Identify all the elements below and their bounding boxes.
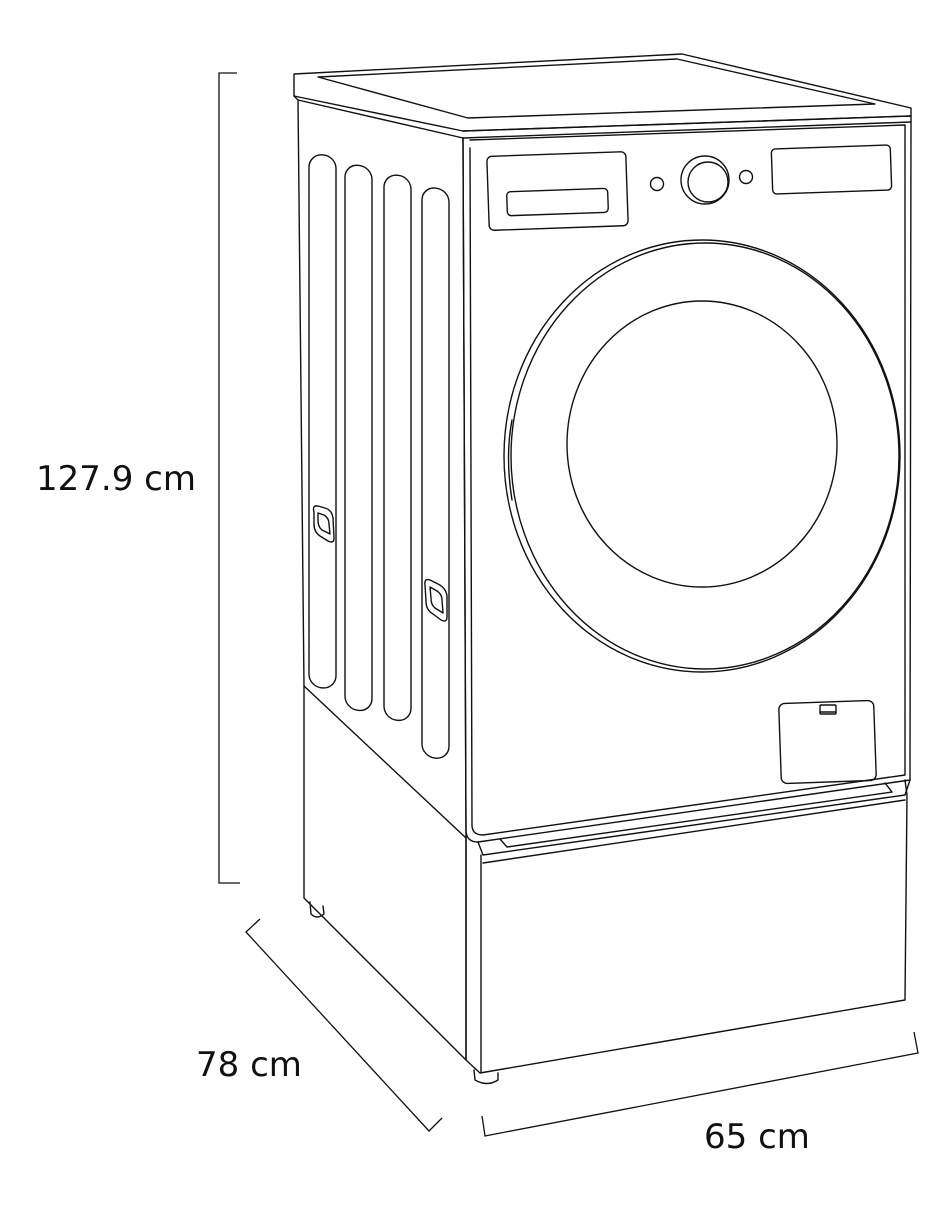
side-handle-2 (424, 578, 448, 622)
side-handle-1 (312, 505, 335, 543)
washer-body (293, 53, 912, 856)
door-glass (566, 300, 838, 588)
pedestal-side (303, 685, 467, 1061)
side-panel (297, 99, 467, 839)
side-rib-4 (421, 187, 450, 759)
filter-access-cover (778, 699, 877, 785)
pedestal-drawer (303, 685, 908, 1085)
display-window (506, 187, 609, 217)
power-button-icon (649, 176, 665, 192)
front-panel (462, 115, 912, 843)
start-button-icon (738, 169, 754, 185)
height-dimension-line (218, 72, 240, 884)
dial-knob-icon (680, 155, 730, 205)
door-outer-ring (503, 239, 901, 673)
width-dimension-line (481, 1031, 919, 1137)
side-rib-1 (308, 154, 337, 689)
height-label: 127.9 cm (36, 459, 196, 499)
pedestal-front (465, 779, 908, 1074)
foot-front (473, 1069, 499, 1085)
side-rib-2 (344, 164, 373, 712)
depth-label: 78 cm (196, 1045, 302, 1085)
depth-dimension-line (245, 918, 443, 1132)
width-label: 65 cm (704, 1117, 810, 1157)
foot-left (309, 901, 325, 918)
cover-latch (819, 704, 837, 715)
control-panel-right (770, 144, 893, 195)
side-rib-3 (383, 174, 412, 722)
control-panel-left (486, 151, 629, 231)
